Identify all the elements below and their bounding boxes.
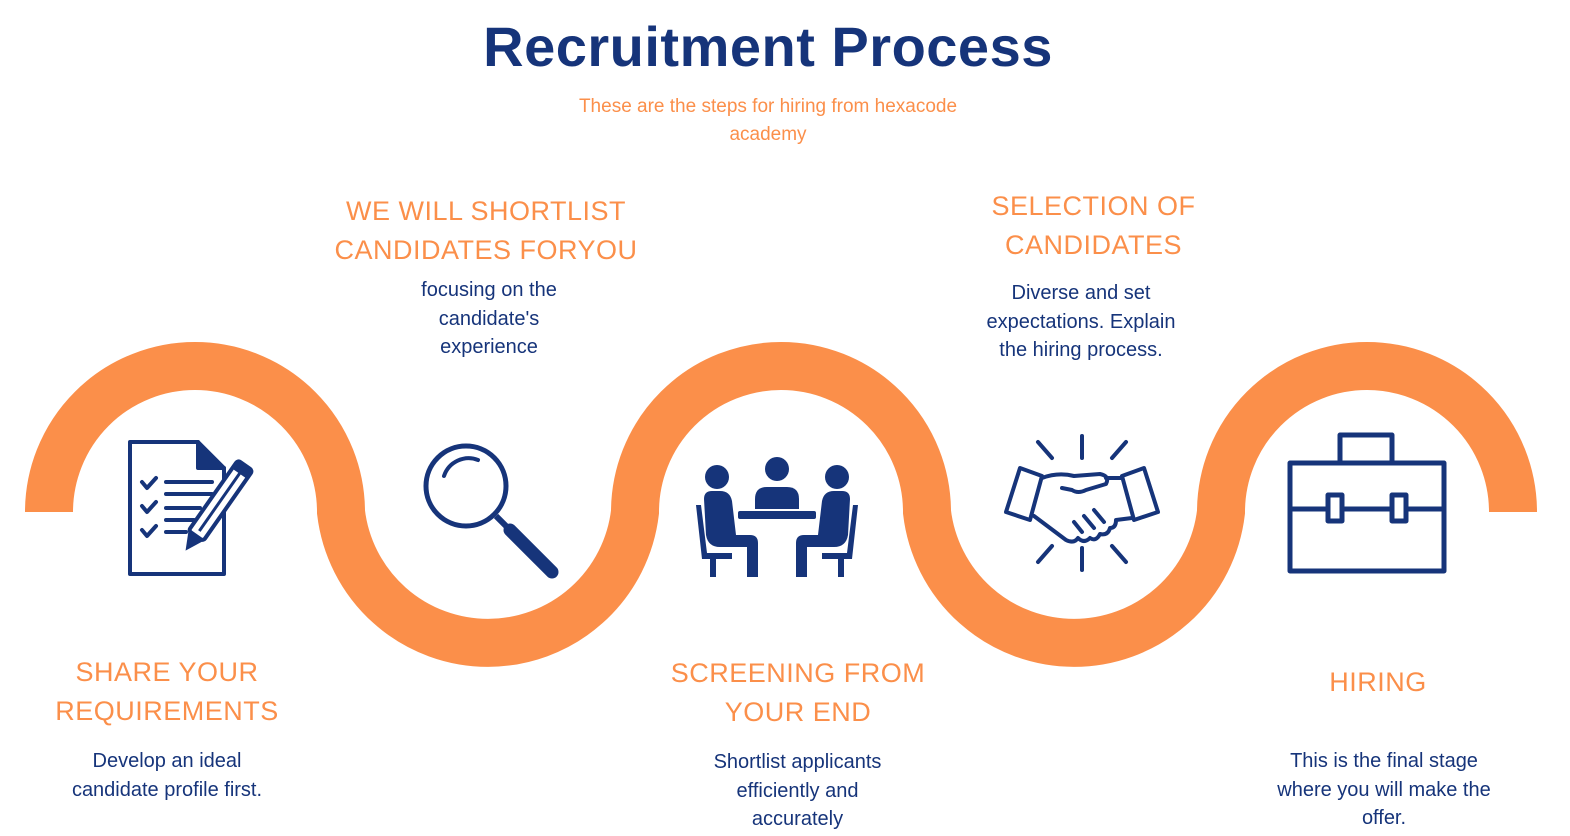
step-2-title: WE WILL SHORTLIST CANDIDATES FORYOU	[334, 196, 638, 265]
page-subtitle: These are the steps for hiring from hexa…	[578, 96, 958, 145]
briefcase-icon	[1287, 432, 1447, 574]
step-1-title: SHARE YOUR REQUIREMENTS	[55, 657, 279, 726]
magnifier-icon	[423, 443, 559, 579]
step-1-description: Develop an ideal candidate profile first…	[71, 750, 263, 801]
handshake-icon	[1004, 434, 1160, 572]
step-5-title: HIRING	[1329, 667, 1427, 697]
step-3-description: Shortlist applicants efficiently and acc…	[713, 751, 882, 830]
step-4-description: Diverse and set expectations. Explain th…	[986, 282, 1176, 361]
step-3-title: SCREENING FROM YOUR END	[670, 658, 926, 727]
step-2-description: focusing on the candidate's experience	[421, 279, 557, 358]
step-5-description: This is the final stage where you will m…	[1277, 750, 1491, 829]
meeting-icon	[696, 457, 858, 577]
document-pen-icon	[128, 440, 254, 576]
step-4-title: SELECTION OF CANDIDATES	[991, 191, 1196, 260]
page-title: Recruitment Process	[483, 15, 1053, 78]
